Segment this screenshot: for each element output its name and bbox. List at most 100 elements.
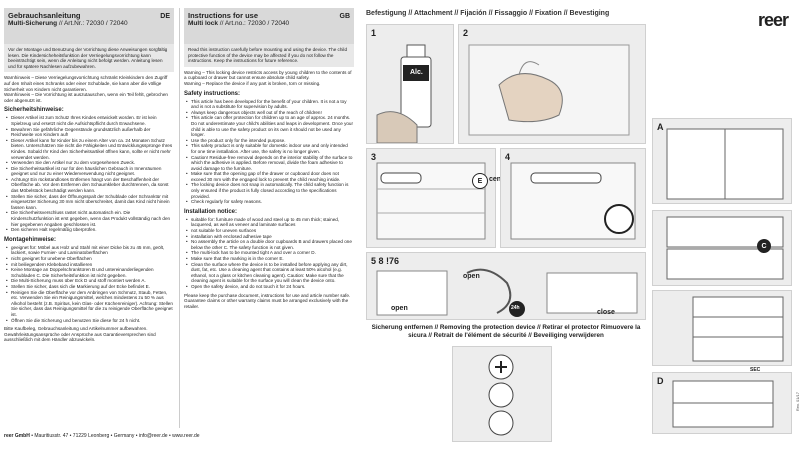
- example-d-panel: [652, 290, 792, 366]
- english-safety-list: This article has been developed for the …: [184, 99, 354, 205]
- footer-brand: reer GmbH: [4, 433, 30, 439]
- german-mount-item: mit beiliegendem Klebeband installieren: [6, 262, 174, 268]
- label-a: A: [657, 122, 664, 132]
- open-label-1: open: [391, 305, 408, 312]
- removal-steps-icon: [488, 354, 514, 436]
- desk-drawers-icon: [692, 296, 784, 362]
- english-title: Instructions for use: [188, 11, 259, 20]
- german-safety-item: Verwenden Sie den Artikel nur zu dem vor…: [6, 160, 174, 166]
- attachment-title: Befestigung // Attachment // Fijación //…: [366, 10, 610, 17]
- english-install-item: suitable for: furniture made of wood and…: [186, 217, 354, 228]
- english-intro: Read this instruction carefully before m…: [184, 44, 354, 67]
- english-safety-item: Use the product only for the intended pu…: [186, 138, 354, 144]
- footer: reer GmbH • Mauritiusstr. 47 • 71229 Leo…: [4, 433, 364, 439]
- german-intro: Vor der Montage und Benutzung der Vorric…: [4, 44, 174, 73]
- english-safety-heading: Safety instructions:: [184, 90, 241, 97]
- removal-panel: [452, 346, 552, 442]
- english-safety-item: Caution! Residue-free removal depends on…: [186, 155, 354, 172]
- english-install-item: No assembly the article on a double door…: [186, 239, 354, 250]
- step-5-panel: 5 8 !76 open open close 24h: [366, 252, 646, 320]
- cabinet-corner-icon: [376, 162, 486, 240]
- english-subtitle: Multi lock // Art.no.: 72030 / 72040: [188, 20, 290, 27]
- english-safety-item: Make sure that the opening gap of the dr…: [186, 171, 354, 182]
- english-install-item: Open the safety device, and do not touch…: [186, 284, 354, 290]
- english-safety-item: The locking device does not snap in auto…: [186, 182, 354, 199]
- english-column: Instructions for use Multi lock // Art.n…: [180, 0, 358, 449]
- german-safety-list: Dieser Artikel ist zum Schutz Ihres Kind…: [4, 115, 174, 232]
- step-1-panel: 1 Alc.: [366, 24, 454, 144]
- reer-logo: reer: [757, 10, 789, 30]
- german-safety-heading: Sicherheitshinweise:: [4, 107, 64, 114]
- german-mount-item: geeignet für: Möbel aus Holz und Stahl m…: [6, 245, 174, 256]
- german-mount-item: Keine Montage an Doppelschranktüren B un…: [6, 267, 174, 278]
- english-install-item: installation with enclosed adhesive tape: [186, 234, 354, 240]
- english-safety-item: This article has been developed for the …: [186, 99, 354, 110]
- english-install-item: not suitable for uneven surfaces: [186, 228, 354, 234]
- timer-unit: SEC: [750, 367, 761, 373]
- german-column: Gebrauchsanleitung Multi-Sicherung // Ar…: [0, 0, 178, 449]
- example-b-c-panel: C: [652, 210, 792, 286]
- english-safety-item: This safety product is only suitable for…: [186, 143, 354, 154]
- footer-address: • Mauritiusstr. 47 • 71229 Leonberg • Ge…: [31, 433, 200, 439]
- german-lang-code: DE: [160, 13, 170, 20]
- english-install-item: Clean the surface where the device is to…: [186, 262, 354, 284]
- english-lang-code: GB: [339, 13, 351, 20]
- corner-mount-icon: [672, 380, 774, 428]
- german-mount-heading: Montagehinweise:: [4, 236, 57, 243]
- german-mount-item: Reinigen Sie die Oberfläche vor dem Anbr…: [6, 290, 174, 318]
- german-mount-item: nicht geeignet für unebene Oberflächen: [6, 256, 174, 262]
- cleaning-hand-icon: [468, 44, 630, 136]
- english-warnings: Warning – This locking device restricts …: [184, 70, 354, 87]
- removal-title: Sicherung entfernen // Removing the prot…: [371, 324, 641, 339]
- close-label: close: [597, 309, 615, 316]
- german-subtitle: Multi-Sicherung // Art.Nr.: 72030 / 7204…: [8, 20, 128, 27]
- label-c: C: [757, 239, 771, 253]
- step-1-number: 1: [371, 28, 377, 38]
- english-safety-item: This article can offer protection for ch…: [186, 115, 354, 137]
- german-header: Gebrauchsanleitung Multi-Sicherung // Ar…: [4, 8, 174, 44]
- step-2-panel: 2: [458, 24, 646, 144]
- step-4-number: 4: [505, 152, 511, 162]
- german-closing: Bitte Kaufbeleg, Gebrauchsanleitung und …: [4, 326, 156, 343]
- column-divider: [179, 8, 180, 428]
- open-label-2: open: [463, 273, 480, 280]
- german-warnings: Warnhinweis – Diese Verriegelungsvorrich…: [4, 75, 174, 103]
- revision-label: Rev. 01/17: [795, 392, 800, 412]
- step-3-number: 3: [371, 152, 377, 162]
- german-warning-2: Warnhinweis – Die Vorrichtung ist auszut…: [4, 92, 168, 103]
- example-d2-panel: D: [652, 372, 792, 434]
- english-safety-item: Always keep dangerous objects well out o…: [186, 110, 354, 116]
- marker-e-badge: E: [472, 173, 488, 189]
- open-close-illustration: [376, 268, 638, 317]
- german-warning-1: Warnhinweis – Diese Verriegelungsvorrich…: [4, 75, 168, 92]
- step-4-panel: 4 60 SEC: [500, 148, 760, 373]
- english-warning-2: Warning – Replace the device if any part…: [184, 80, 321, 86]
- german-safety-item: Die Sicherheitsverschluss rastet nicht a…: [6, 210, 174, 227]
- german-mount-item: Öffnen Sie die Sicherung und benutzen Si…: [6, 318, 174, 324]
- german-title: Gebrauchsanleitung: [8, 11, 81, 20]
- german-safety-item: Den sicheren Halt regelmäßig überprüfen.: [6, 227, 174, 233]
- english-install-item: The multi-lock has to be mounted tight A…: [186, 250, 354, 256]
- example-a-panel: A: [652, 118, 792, 204]
- german-safety-item: Dieser Artikel kann für Kinder bis zu ei…: [6, 138, 174, 160]
- german-safety-item: Stellen Sie sicher, dass der Öffnungsspa…: [6, 194, 174, 211]
- illustration-column: Befestigung // Attachment // Fijación //…: [362, 0, 802, 449]
- step-3-panel: 3 E central: [366, 148, 512, 248]
- english-install-heading: Installation notice:: [184, 208, 238, 215]
- alc-label: Alc.: [410, 69, 423, 76]
- alcohol-bottle-icon: [376, 44, 432, 143]
- german-mount-list: geeignet für: Möbel aus Holz und Stahl m…: [4, 245, 174, 323]
- english-safety-item: Check regularly for safety reasons.: [186, 199, 354, 205]
- step-2-number: 2: [463, 28, 469, 38]
- german-mount-item: Die Multi-Sicherung muss über Eck D und …: [6, 278, 174, 284]
- english-warning-1: Warning – This locking device restricts …: [184, 69, 352, 81]
- german-safety-item: Achtung! Ein rückstandloses Entfernen hä…: [6, 177, 174, 194]
- drawers-icon: [666, 216, 784, 280]
- german-safety-item: Bewahren Sie gefährliche Gegenstände gru…: [6, 127, 174, 138]
- english-closing: Please keep the purchase document, instr…: [184, 292, 351, 309]
- german-safety-item: Dieser Artikel ist zum Schutz Ihres Kind…: [6, 115, 174, 126]
- press-device-icon: [510, 162, 636, 240]
- label-d: D: [657, 376, 664, 386]
- cupboard-icon: [666, 128, 784, 200]
- english-install-item: Make sure that the marking is in the cor…: [186, 256, 354, 262]
